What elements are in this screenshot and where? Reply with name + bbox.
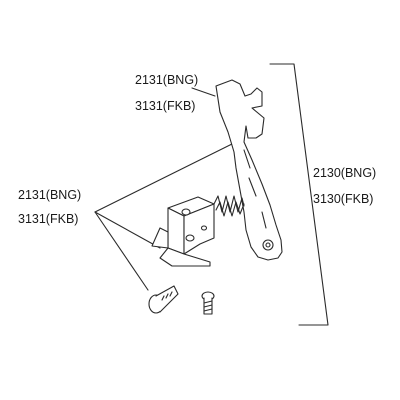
latch-lever — [215, 79, 283, 261]
leader-line-left-lower — [94, 211, 149, 291]
screw-large — [148, 285, 179, 314]
leader-line-left-middle — [94, 211, 161, 249]
keeper-bracket — [151, 196, 215, 267]
label-left-fkb: 3131(FKB) — [18, 212, 78, 226]
label-right-bng: 2130(BNG) — [313, 166, 376, 180]
leader-line-upper — [191, 87, 216, 97]
leader-line-left-upper — [94, 141, 237, 213]
coil-spring — [213, 195, 245, 217]
screw-small — [201, 291, 215, 315]
assembly-bracket — [269, 63, 329, 326]
label-upper-bng: 2131(BNG) — [135, 73, 198, 87]
label-right-fkb: 3130(FKB) — [313, 192, 373, 206]
label-left-bng: 2131(BNG) — [18, 188, 81, 202]
label-upper-fkb: 3131(FKB) — [135, 99, 195, 113]
